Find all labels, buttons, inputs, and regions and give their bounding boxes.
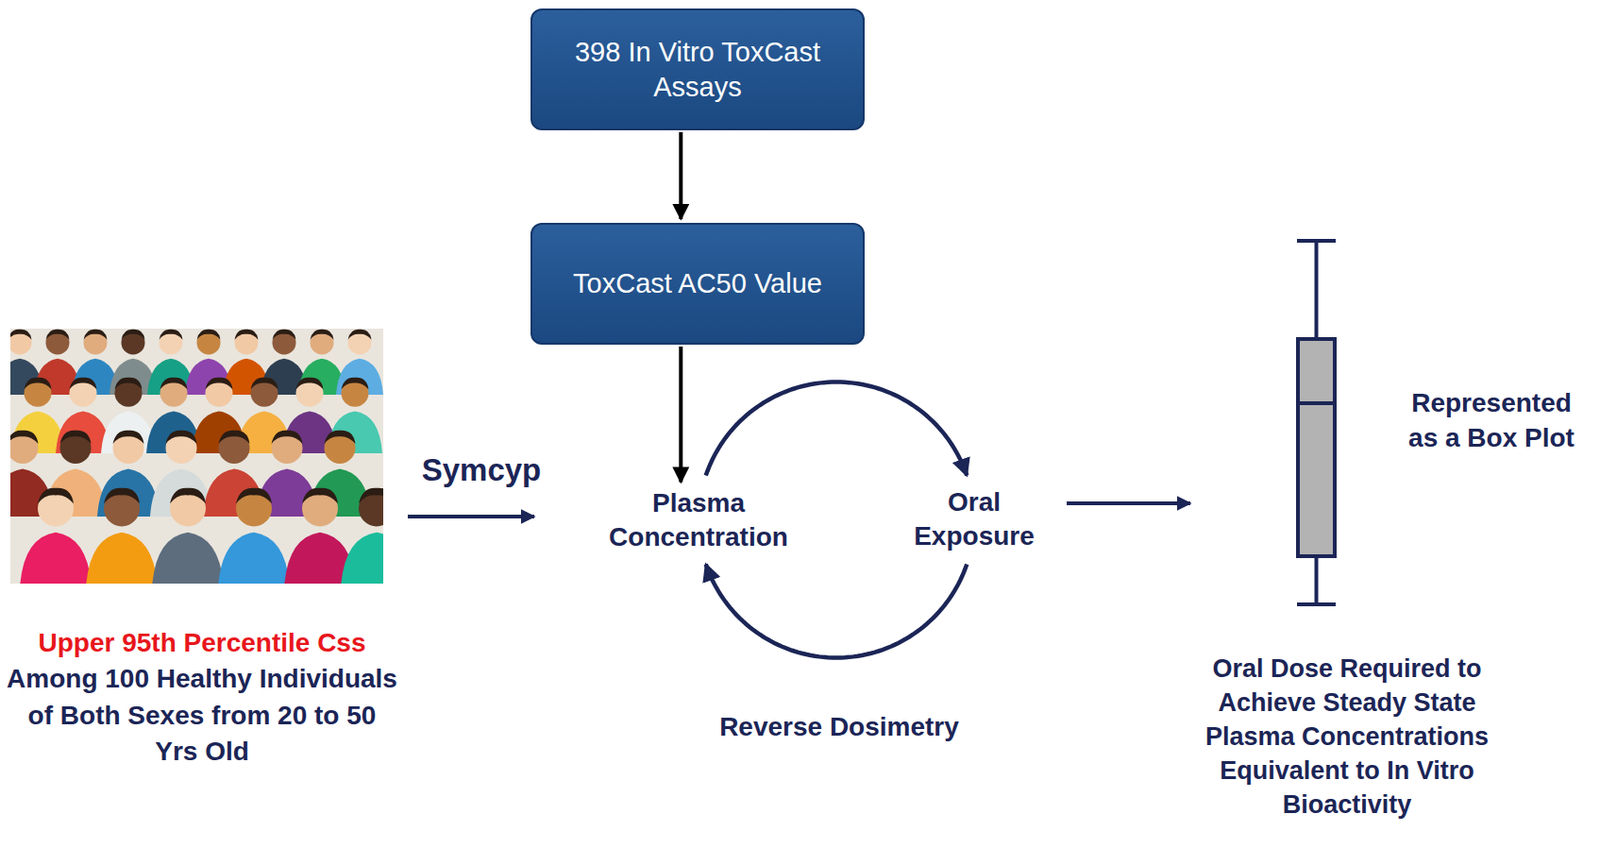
connector-arrow (706, 382, 968, 476)
process-box: 398 In Vitro ToxCast Assays (530, 8, 865, 131)
connector-arrow (678, 132, 683, 219)
cycle-term: Plasma Concentration (580, 486, 817, 556)
highlight-note: Upper 95th Percentile Css (5, 624, 399, 661)
node-text: ToxCast AC50 Value (572, 266, 823, 301)
output-note: Oral Dose Required to Achieve Steady Sta… (1191, 651, 1503, 822)
population-note: Among 100 Healthy Individuals of Both Se… (5, 660, 399, 771)
cycle-label: Reverse Dosimetry (688, 709, 991, 744)
crowd-people (0, 329, 413, 588)
symcyp-arrow (407, 514, 535, 519)
node-text: Plasma Concentration (584, 486, 813, 556)
plot-note: Represented as a Box Plot (1397, 385, 1586, 455)
process-box: ToxCast AC50 Value (530, 222, 865, 345)
output-arrow (1066, 501, 1191, 506)
tool-label: Symcyp (405, 451, 557, 489)
crowd-photo (0, 328, 413, 588)
connector-arrow (678, 346, 683, 483)
cycle-term: Oral Exposure (889, 485, 1060, 555)
node-text: 398 In Vitro ToxCast Assays (549, 34, 846, 104)
connector-arrow (706, 563, 968, 657)
box-plot (1296, 240, 1336, 605)
node-text: Oral Exposure (892, 485, 1056, 555)
